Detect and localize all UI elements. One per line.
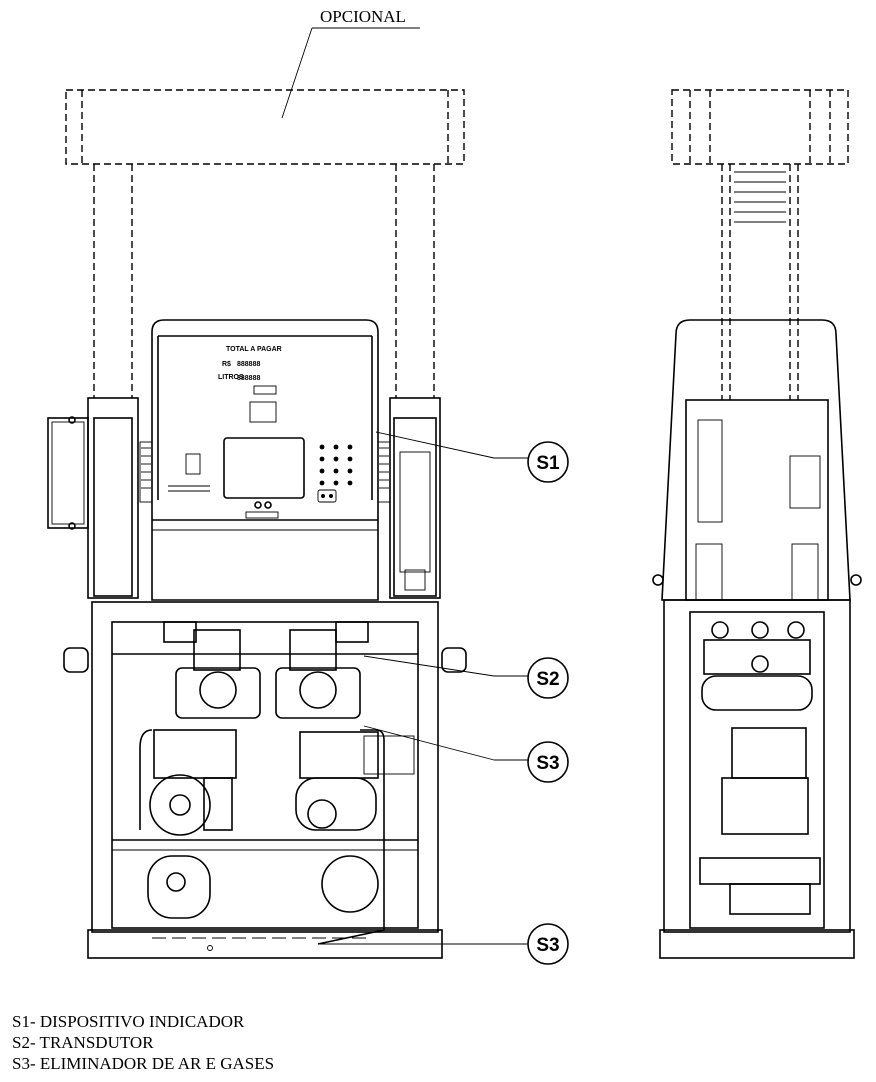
keypad — [317, 444, 353, 503]
pump-left — [147, 729, 237, 919]
right-vents — [379, 447, 389, 489]
price-digits: 888888 — [237, 361, 260, 368]
front-view: OPCIONAL — [47, 7, 467, 959]
legend-item-s1: S1- DISPOSITIVO INDICADOR — [12, 1012, 245, 1031]
total-a-pagar-title: TOTAL A PAGAR — [226, 346, 282, 353]
meter-left — [163, 621, 261, 719]
callout-s1-label: S1 — [536, 453, 560, 474]
callout-s2: S2 — [363, 655, 569, 699]
callout-s3-top-label: S3 — [536, 753, 559, 774]
side-head — [652, 319, 862, 601]
litres-digits: 888888 — [237, 375, 260, 382]
callout-s3-bottom: S3 — [320, 923, 569, 965]
litros-label: LITROS — [218, 374, 244, 381]
optional-canopy-side — [671, 89, 849, 400]
pump-right — [295, 731, 415, 913]
legend: S1- DISPOSITIVO INDICADOR S2- TRANSDUTOR… — [12, 1011, 274, 1074]
rs-label: R$ — [222, 361, 231, 368]
side-view — [652, 89, 862, 959]
right-side-box — [377, 397, 441, 599]
callout-s2-label: S2 — [536, 669, 559, 690]
left-side-box — [47, 397, 153, 599]
legend-item-s3: S3- ELIMINADOR DE AR E GASES — [12, 1054, 275, 1073]
meter-right — [275, 621, 369, 719]
small-window — [249, 401, 277, 423]
callout-s3-bottom-label: S3 — [536, 935, 559, 956]
lower-cabinet — [63, 601, 467, 959]
callout-s3-top: S3 — [363, 725, 569, 783]
optional-label: OPCIONAL — [320, 7, 406, 26]
optional-canopy-front — [65, 89, 465, 398]
callout-s1: S1 — [375, 431, 569, 483]
dispenser-drawing: OPCIONAL — [47, 7, 862, 965]
left-vents — [141, 447, 151, 489]
legend-item-s2: S2- TRANSDUTOR — [12, 1033, 154, 1052]
side-cabinet — [659, 599, 855, 959]
display-screen — [223, 437, 305, 499]
head-housing — [151, 319, 379, 601]
